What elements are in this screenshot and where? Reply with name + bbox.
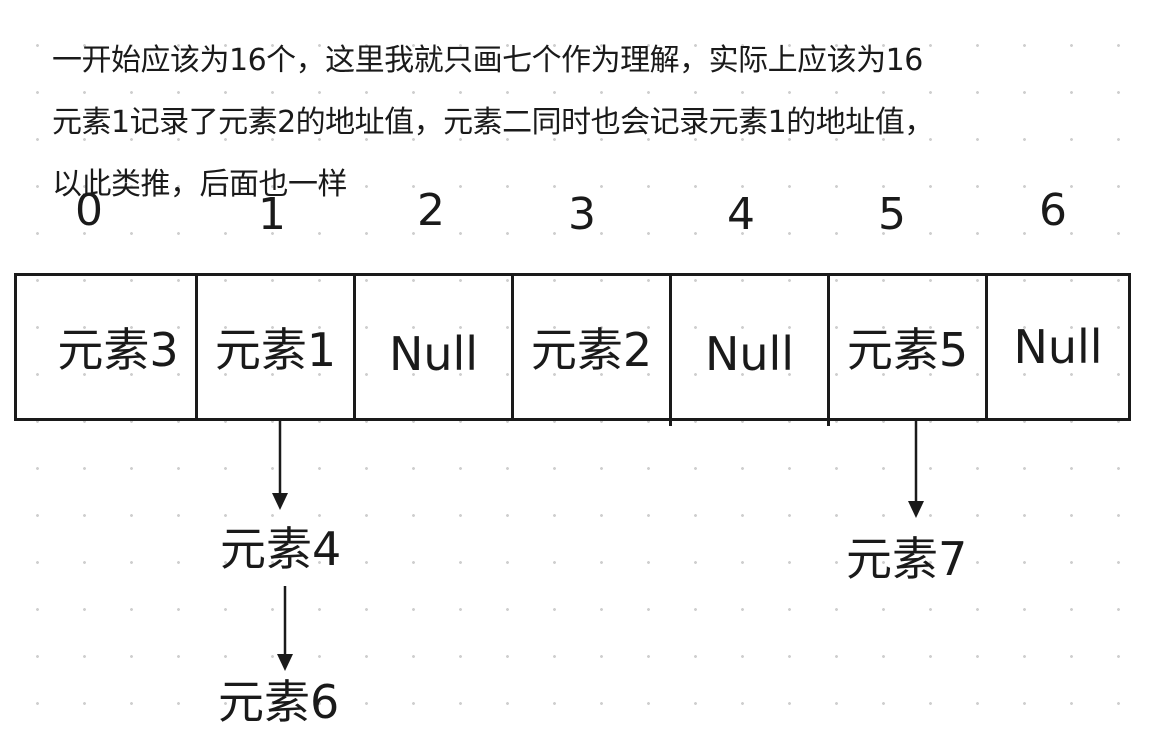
cell-divider [511,276,514,418]
array-cell-5: 元素5 [846,323,969,377]
chain-node-element6: 元素6 [218,675,340,729]
array-cell-2: Null [388,327,479,381]
arrow-cell5-to-element7 [908,421,924,518]
index-label-4: 4 [727,189,755,240]
index-label-3: 3 [568,189,596,240]
chain-node-element7: 元素7 [846,532,968,586]
hash-table-array: 元素3 元素1 Null 元素2 Null 元素5 Null [14,273,1131,426]
index-label-5: 5 [878,189,906,240]
note-line-3: 以此类推，后面也一样 [52,167,348,202]
cell-divider [827,276,830,426]
array-cell-0: 元素3 [57,323,179,377]
array-cell-3: 元素2 [530,323,653,377]
array-cell-4: Null [704,327,795,381]
note-line-2: 元素1记录了元素2的地址值，元素二同时也会记录元素1的地址值， [52,105,934,140]
arrow-cell1-to-element4 [272,421,288,510]
index-label-0: 0 [75,185,103,236]
cell-divider [353,276,356,418]
index-label-1: 1 [258,189,286,240]
cell-divider [985,276,988,418]
description-text: 一开始应该为16个，这里我就只画七个作为理解，实际上应该为16 元素1记录了元素… [52,30,1152,216]
cell-divider [669,276,672,426]
index-label-6: 6 [1039,185,1067,236]
arrow-element4-to-element6 [277,586,293,671]
note-line-1: 一开始应该为16个，这里我就只画七个作为理解，实际上应该为16 [52,43,923,78]
index-label-2: 2 [417,185,445,236]
cell-divider [195,276,198,418]
chain-node-element4: 元素4 [220,522,342,576]
array-cell-6: Null [1013,320,1103,374]
array-cell-1: 元素1 [214,323,337,377]
